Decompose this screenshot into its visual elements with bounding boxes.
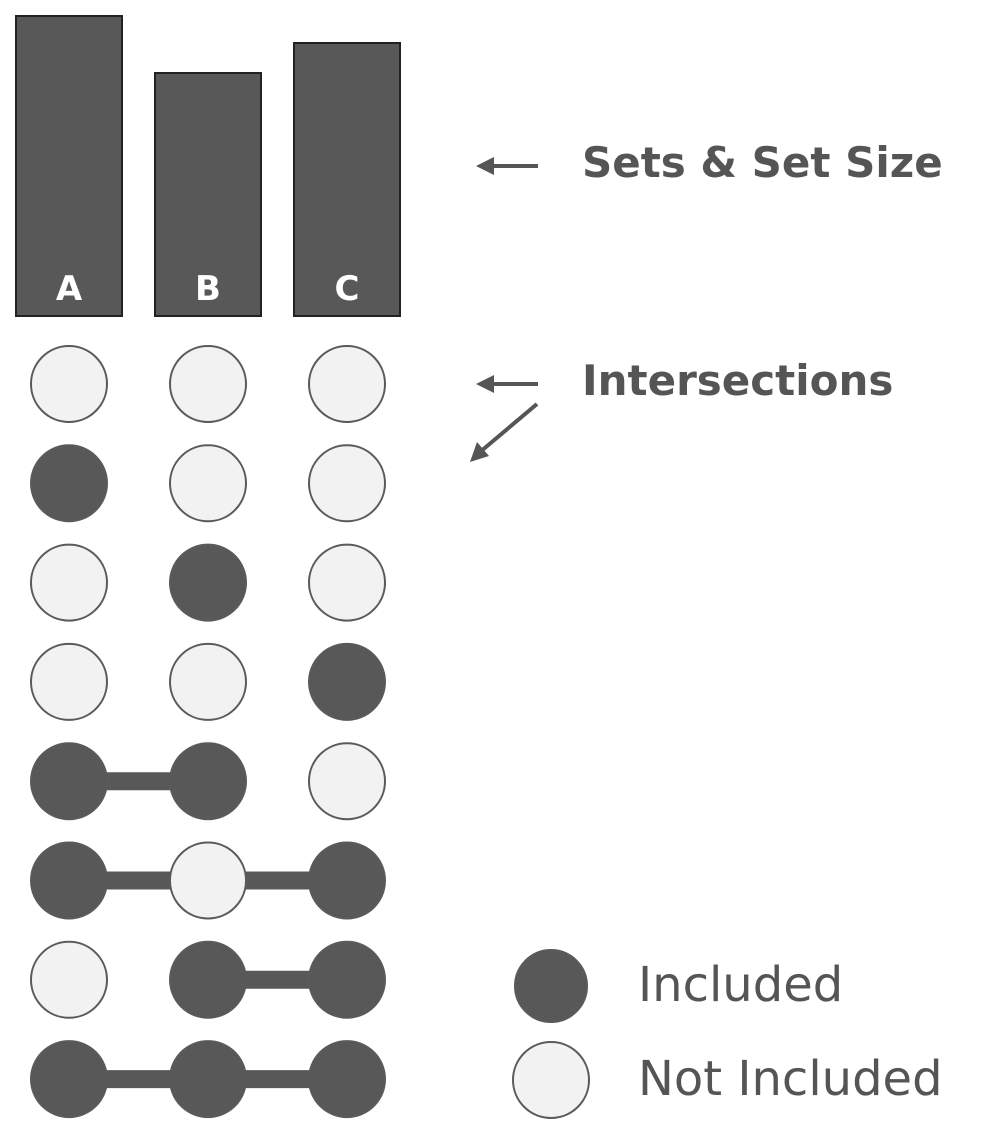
included-dot-c xyxy=(308,1040,386,1119)
not-included-dot-b xyxy=(169,642,247,721)
intersection-row-8 xyxy=(30,1040,386,1119)
set-bar-a xyxy=(15,15,123,317)
legend-not-included-marker xyxy=(512,1041,590,1119)
included-dot-b xyxy=(169,543,247,622)
included-dot-b xyxy=(169,742,247,821)
included-dot-c xyxy=(308,841,386,920)
intersection-row-3 xyxy=(30,543,386,622)
intersection-row-2 xyxy=(30,444,386,523)
intersections-diagonal-arrowhead xyxy=(470,442,489,462)
included-dot-a xyxy=(30,742,108,821)
intersection-row-5 xyxy=(30,742,386,821)
set-bar-b xyxy=(154,72,262,317)
included-dot-b xyxy=(169,940,247,1019)
not-included-dot-b xyxy=(169,345,247,423)
sets-annotation: Sets & Set Size xyxy=(582,138,943,187)
not-included-dot-b xyxy=(169,841,247,920)
included-dot-c xyxy=(308,642,386,721)
intersections-arrowhead xyxy=(476,375,494,393)
not-included-dot-a xyxy=(30,345,108,423)
not-included-dot-c xyxy=(308,543,386,622)
not-included-dot-c xyxy=(308,345,386,423)
included-dot-a xyxy=(30,1040,108,1119)
intersection-row-7 xyxy=(30,940,386,1019)
set-label-a: A xyxy=(56,269,83,309)
not-included-dot-c xyxy=(308,742,386,821)
set-bars: A B C xyxy=(15,15,401,317)
legend-not-included-label: Not Included xyxy=(638,1051,943,1107)
legend-included-label: Included xyxy=(638,957,844,1013)
not-included-dot-c xyxy=(308,444,386,523)
not-included-dot-a xyxy=(30,940,108,1019)
intersections-diagonal-arrow xyxy=(478,402,539,454)
included-dot-a xyxy=(30,444,108,523)
set-label-b: B xyxy=(195,269,221,309)
set-label-c: C xyxy=(335,269,360,309)
intersection-row-6 xyxy=(30,841,386,920)
intersection-row-1 xyxy=(30,345,386,423)
not-included-dot-a xyxy=(30,642,108,721)
intersection-matrix xyxy=(30,345,386,1119)
included-dot-c xyxy=(308,940,386,1019)
included-dot-a xyxy=(30,841,108,920)
not-included-dot-b xyxy=(169,444,247,523)
legend-included-marker xyxy=(514,949,588,1023)
not-included-dot-a xyxy=(30,543,108,622)
intersections-annotation: Intersections xyxy=(582,356,894,405)
included-dot-b xyxy=(169,1040,247,1119)
sets-arrowhead xyxy=(476,157,494,175)
intersection-row-4 xyxy=(30,642,386,721)
set-bar-c xyxy=(293,42,401,317)
